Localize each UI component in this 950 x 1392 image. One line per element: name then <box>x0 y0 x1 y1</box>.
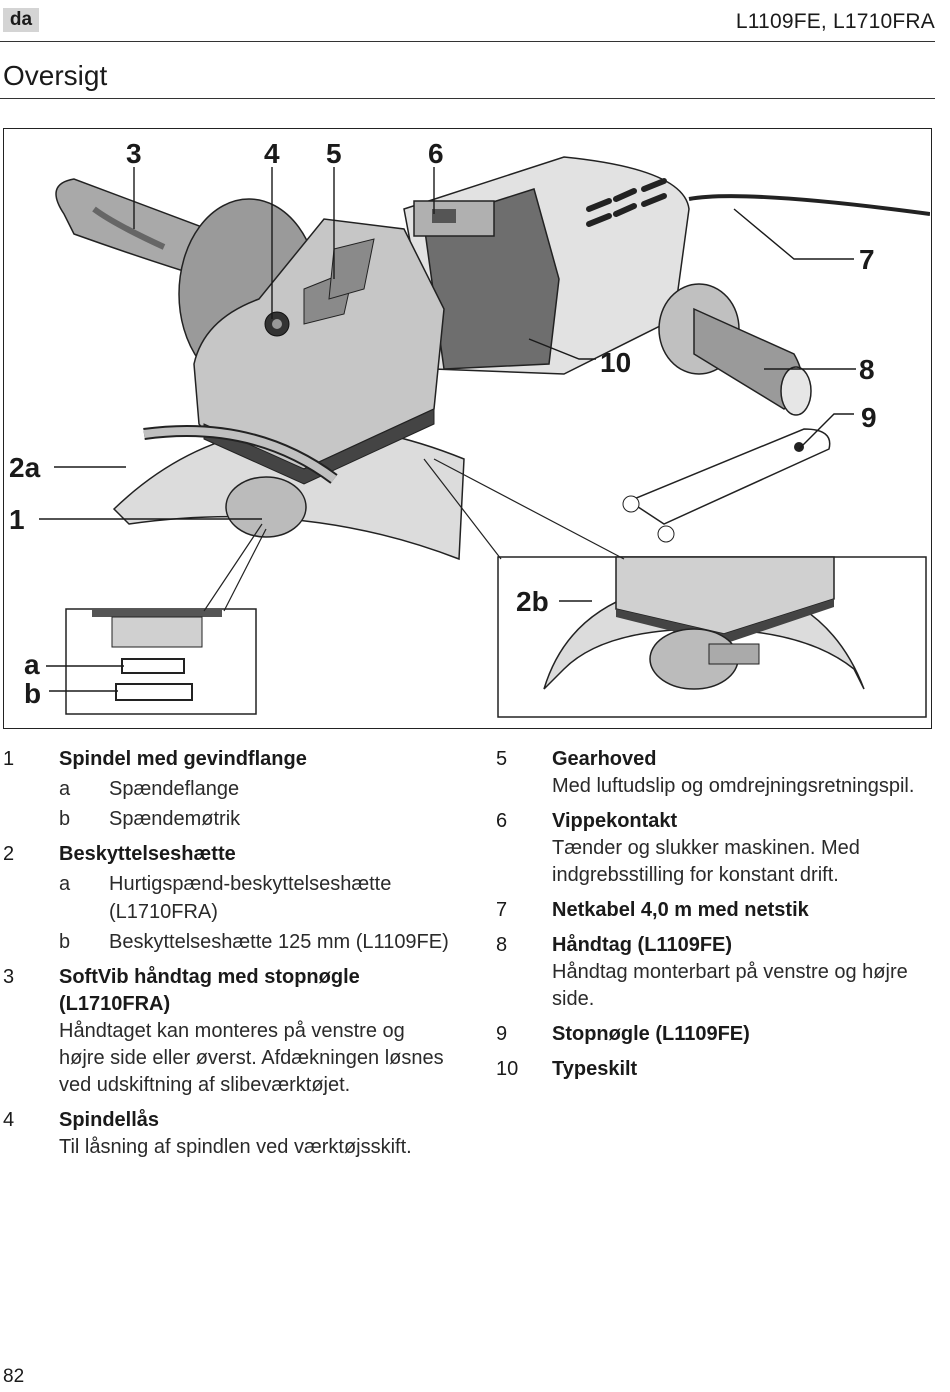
legend-item: 2 Beskyttelseshætte a Hurtigspænd-beskyttel… <box>3 841 453 956</box>
legend-subitem-text: Spændeflange <box>109 778 240 800</box>
callout-10: 10 <box>600 347 631 378</box>
leader-lines <box>39 167 856 692</box>
legend-subitem-letter: a <box>59 778 71 800</box>
callout-2a: 2a <box>9 452 41 483</box>
angle-grinder-illustration: 3 4 5 6 7 10 8 9 2a 1 2b a b <box>9 138 930 718</box>
legend-item-number: 10 <box>496 1058 519 1080</box>
legend-subitem-text: Spændemøtrik <box>109 808 241 830</box>
page-title: Oversigt <box>3 60 108 91</box>
gear-head <box>193 218 445 485</box>
legend-item-description: Tænder og slukker maskinen. Med indgrebs… <box>552 837 860 886</box>
legend-item-description: Til låsning af spindlen ved værktøjsskif… <box>59 1136 412 1158</box>
legend-item-heading: Typeskilt <box>552 1058 638 1080</box>
legend-subitem-letter: b <box>59 808 71 830</box>
model-number: L1109FE, L1710FRA <box>735 10 935 33</box>
legend-item-heading: Beskyttelseshætte <box>59 843 236 865</box>
legend-item-description: Håndtaget kan monteres på venstre og høj… <box>59 1020 444 1096</box>
language-badge: da <box>3 8 39 32</box>
power-cable <box>688 194 930 216</box>
callout-4: 4 <box>264 138 280 169</box>
legend-item-description: Håndtag monterbart på venstre og højre s… <box>552 961 908 1010</box>
detail-inset-guard-2b <box>423 458 927 718</box>
legend-item-heading: SoftVib håndtag med stopnøgle (L1710FRA) <box>59 966 360 1015</box>
page-number: 82 <box>3 1366 25 1387</box>
legend-item-number: 5 <box>496 748 508 770</box>
callout-3: 3 <box>126 138 142 169</box>
legend-item-description: Med luftudslip og omdrejningsretningspil… <box>552 775 915 797</box>
legend-item: 8 Håndtag (L1109FE) Håndtag monterbart på … <box>496 932 936 1013</box>
legend-item-heading: Spindellås <box>59 1109 160 1131</box>
legend-subitem-text: Beskyttelseshætte 125 mm (L1109FE) <box>109 931 449 953</box>
legend-item-heading: Netkabel 4,0 m med netstik <box>552 899 809 921</box>
pin-spanner-9 <box>622 428 831 543</box>
legend-item: 3 SoftVib håndtag med stopnøgle (L1710FRA… <box>3 964 453 1099</box>
legend-item-heading: Håndtag (L1109FE) <box>552 934 733 956</box>
legend-item-number: 2 <box>3 843 15 865</box>
side-handle-8 <box>658 283 812 416</box>
legend-subitem: b Spændemøtrik <box>59 805 453 833</box>
legend-item-number: 6 <box>496 810 508 832</box>
callout-8: 8 <box>859 354 875 385</box>
legend-item: 9 Stopnøgle (L1109FE) <box>496 1021 936 1048</box>
legend-item-number: 8 <box>496 934 508 956</box>
tool-overview-figure: 3 4 5 6 7 10 8 9 2a 1 2b a b <box>3 128 932 729</box>
legend-item: 10 Typeskilt <box>496 1056 936 1083</box>
legend-item-heading: Gearhoved <box>552 748 657 770</box>
legend-item-number: 7 <box>496 899 508 921</box>
legend-item-heading: Stopnøgle (L1109FE) <box>552 1023 750 1045</box>
legend-subitem-letter: a <box>59 873 71 895</box>
callout-7: 7 <box>859 244 875 275</box>
header-divider <box>0 41 935 42</box>
legend-item-heading: Vippekontakt <box>552 810 678 832</box>
title-divider <box>0 98 935 99</box>
legend-item-number: 9 <box>496 1023 508 1045</box>
detail-inset-flange <box>65 523 267 715</box>
spindle-flange <box>225 476 307 538</box>
legend-subitem: a Spændeflange <box>59 775 453 803</box>
legend-item-heading: Spindel med gevindflange <box>59 748 307 770</box>
legend-item-number: 1 <box>3 748 15 770</box>
legend-subitem: a Hurtigspænd-beskyttelseshætte (L1710FRA… <box>59 870 453 926</box>
legend-subitem-text: Hurtigspænd-beskyttelseshætte (L1710FRA) <box>109 873 392 923</box>
callout-a: a <box>24 649 40 680</box>
motor-housing <box>403 156 690 375</box>
callout-5: 5 <box>326 138 342 169</box>
callout-1: 1 <box>9 504 25 535</box>
legend-item: 1 Spindel med gevindflange a Spændeflange b S… <box>3 746 453 833</box>
legend-subitem: b Beskyttelseshætte 125 mm (L1109FE) <box>59 928 453 956</box>
callout-6: 6 <box>428 138 444 169</box>
legend-subitem-letter: b <box>59 931 71 953</box>
legend-item-number: 4 <box>3 1109 15 1131</box>
callout-2b: 2b <box>516 586 549 617</box>
callout-9: 9 <box>861 402 877 433</box>
legend-item: 7 Netkabel 4,0 m med netstik <box>496 897 936 924</box>
callout-b: b <box>24 678 41 709</box>
legend-item-number: 3 <box>3 966 15 988</box>
